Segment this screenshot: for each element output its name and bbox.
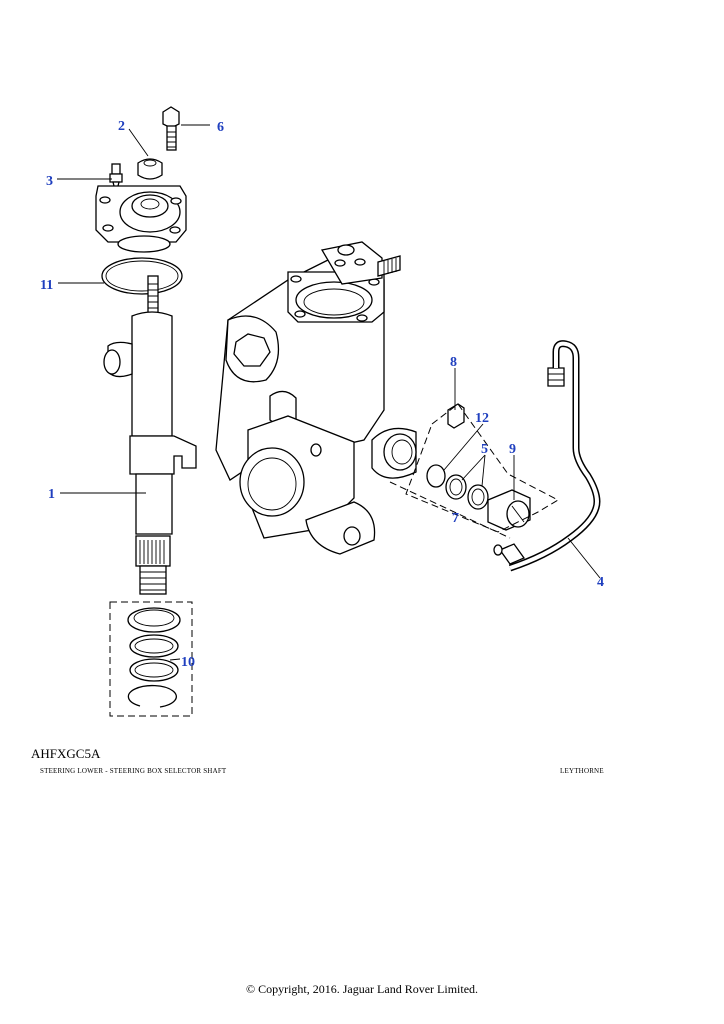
part-6-bolt xyxy=(162,106,180,151)
exploded-parts-diagram: 1 2 3 4 5 6 7 8 9 10 11 12 xyxy=(40,106,604,717)
assembly-outline xyxy=(405,403,560,533)
callout-3: 3 xyxy=(46,174,53,189)
callout-6: 6 xyxy=(217,120,224,135)
leader-lines xyxy=(57,124,601,661)
part-1-selector-shaft xyxy=(103,275,197,595)
steering-box-housing xyxy=(215,241,417,555)
diagram-caption: STEERING LOWER - STEERING BOX SELECTOR S… xyxy=(40,767,227,775)
callout-2: 2 xyxy=(118,119,125,134)
callout-5: 5 xyxy=(481,442,488,457)
callout-1: 1 xyxy=(48,487,55,502)
part-12-seal-disc xyxy=(426,464,446,488)
part-10-seal-kit xyxy=(109,601,193,717)
callout-11: 11 xyxy=(40,278,53,293)
copyright-notice: © Copyright, 2016. Jaguar Land Rover Lim… xyxy=(245,982,479,996)
callout-9: 9 xyxy=(509,442,516,457)
callout-4: 4 xyxy=(597,575,604,590)
plant-name: LEYTHORNE xyxy=(560,767,604,775)
part-4-pipe xyxy=(493,340,601,572)
part-5-o-rings xyxy=(445,474,489,510)
part-2-nut xyxy=(137,158,163,180)
part-8-plug xyxy=(447,403,465,429)
part-11-o-ring xyxy=(101,257,183,295)
diagram-reference-code: AHFXGC5A xyxy=(31,746,101,761)
top-cover-plate xyxy=(95,185,187,253)
callout-7: 7 xyxy=(452,511,459,526)
part-9-adjusting-plug xyxy=(487,489,531,531)
callout-10: 10 xyxy=(181,655,195,670)
callout-8: 8 xyxy=(450,355,457,370)
callout-labels: 1 2 3 4 5 6 7 8 9 10 11 12 xyxy=(40,119,604,670)
callout-12: 12 xyxy=(475,411,489,426)
centerline xyxy=(389,481,511,539)
